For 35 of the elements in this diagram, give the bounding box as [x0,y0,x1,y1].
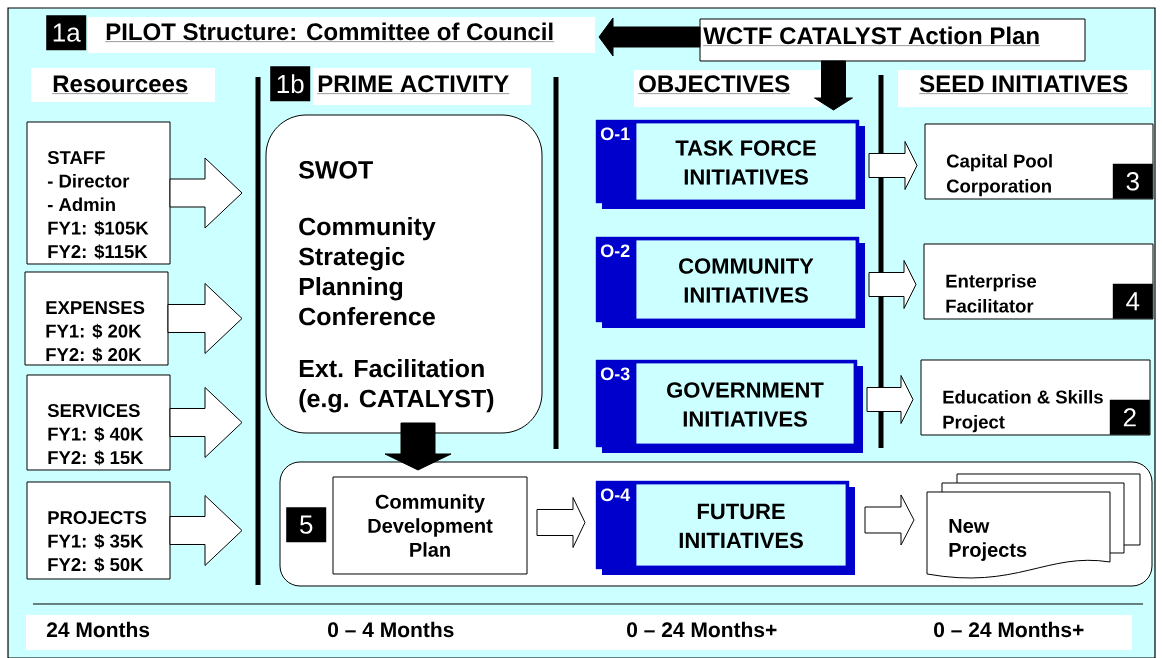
block-arrow [169,387,243,458]
resource-box: SERVICES FY1: $ 40K FY2: $ 15K [26,374,171,471]
objective-code: O-1 [600,127,630,141]
objective-code: O-3 [600,367,630,381]
number-badge: 1b [270,66,311,102]
block-arrow [169,157,243,229]
resource-box: STAFF - Director - Admin FY1: $105K FY2: $115K [26,121,171,265]
number-badge: 1a [46,15,87,51]
number-badge: 5 [286,507,327,543]
resource-box: EXPENSES FY1: $ 20K FY2: $ 20K [24,271,169,366]
block-arrow [866,375,914,424]
objective-code: O-2 [600,244,630,258]
block-arrow [167,283,243,354]
block-arrow [814,60,853,111]
title-banner: PILOT Structure: Committee of Council [88,17,595,53]
block-arrow [868,141,918,190]
block-arrow [864,494,915,546]
column-heading: SEED INITIATIVES [898,70,1151,107]
activity-box: SWOT Community Strategic Planning Conference Ext. Facilitation (e.g. CATALYST) [265,114,543,434]
duration-label: 0 – 24 Months+ [627,621,777,638]
block-arrow [598,17,701,57]
duration-label: 0 – 4 Months [328,621,454,638]
duration-label: 24 Months [46,621,150,638]
resource-box: PROJECTS FY1: $ 35K FY2: $ 50K [26,481,171,580]
column-heading: Resourcees [31,68,215,102]
plan-box: Community Development Plan [332,476,528,575]
block-arrow [868,260,917,309]
block-arrow [384,422,452,471]
block-arrow [536,497,586,548]
column-heading: OBJECTIVES [634,70,822,107]
block-arrow [169,495,243,566]
duration-label: 0 – 24 Months+ [934,621,1084,638]
column-heading: PRIME ACTIVITY [313,68,531,105]
plan-box: WCTF CATALYST Action Plan [699,18,1086,62]
document-stack: New Projects [926,473,1141,579]
